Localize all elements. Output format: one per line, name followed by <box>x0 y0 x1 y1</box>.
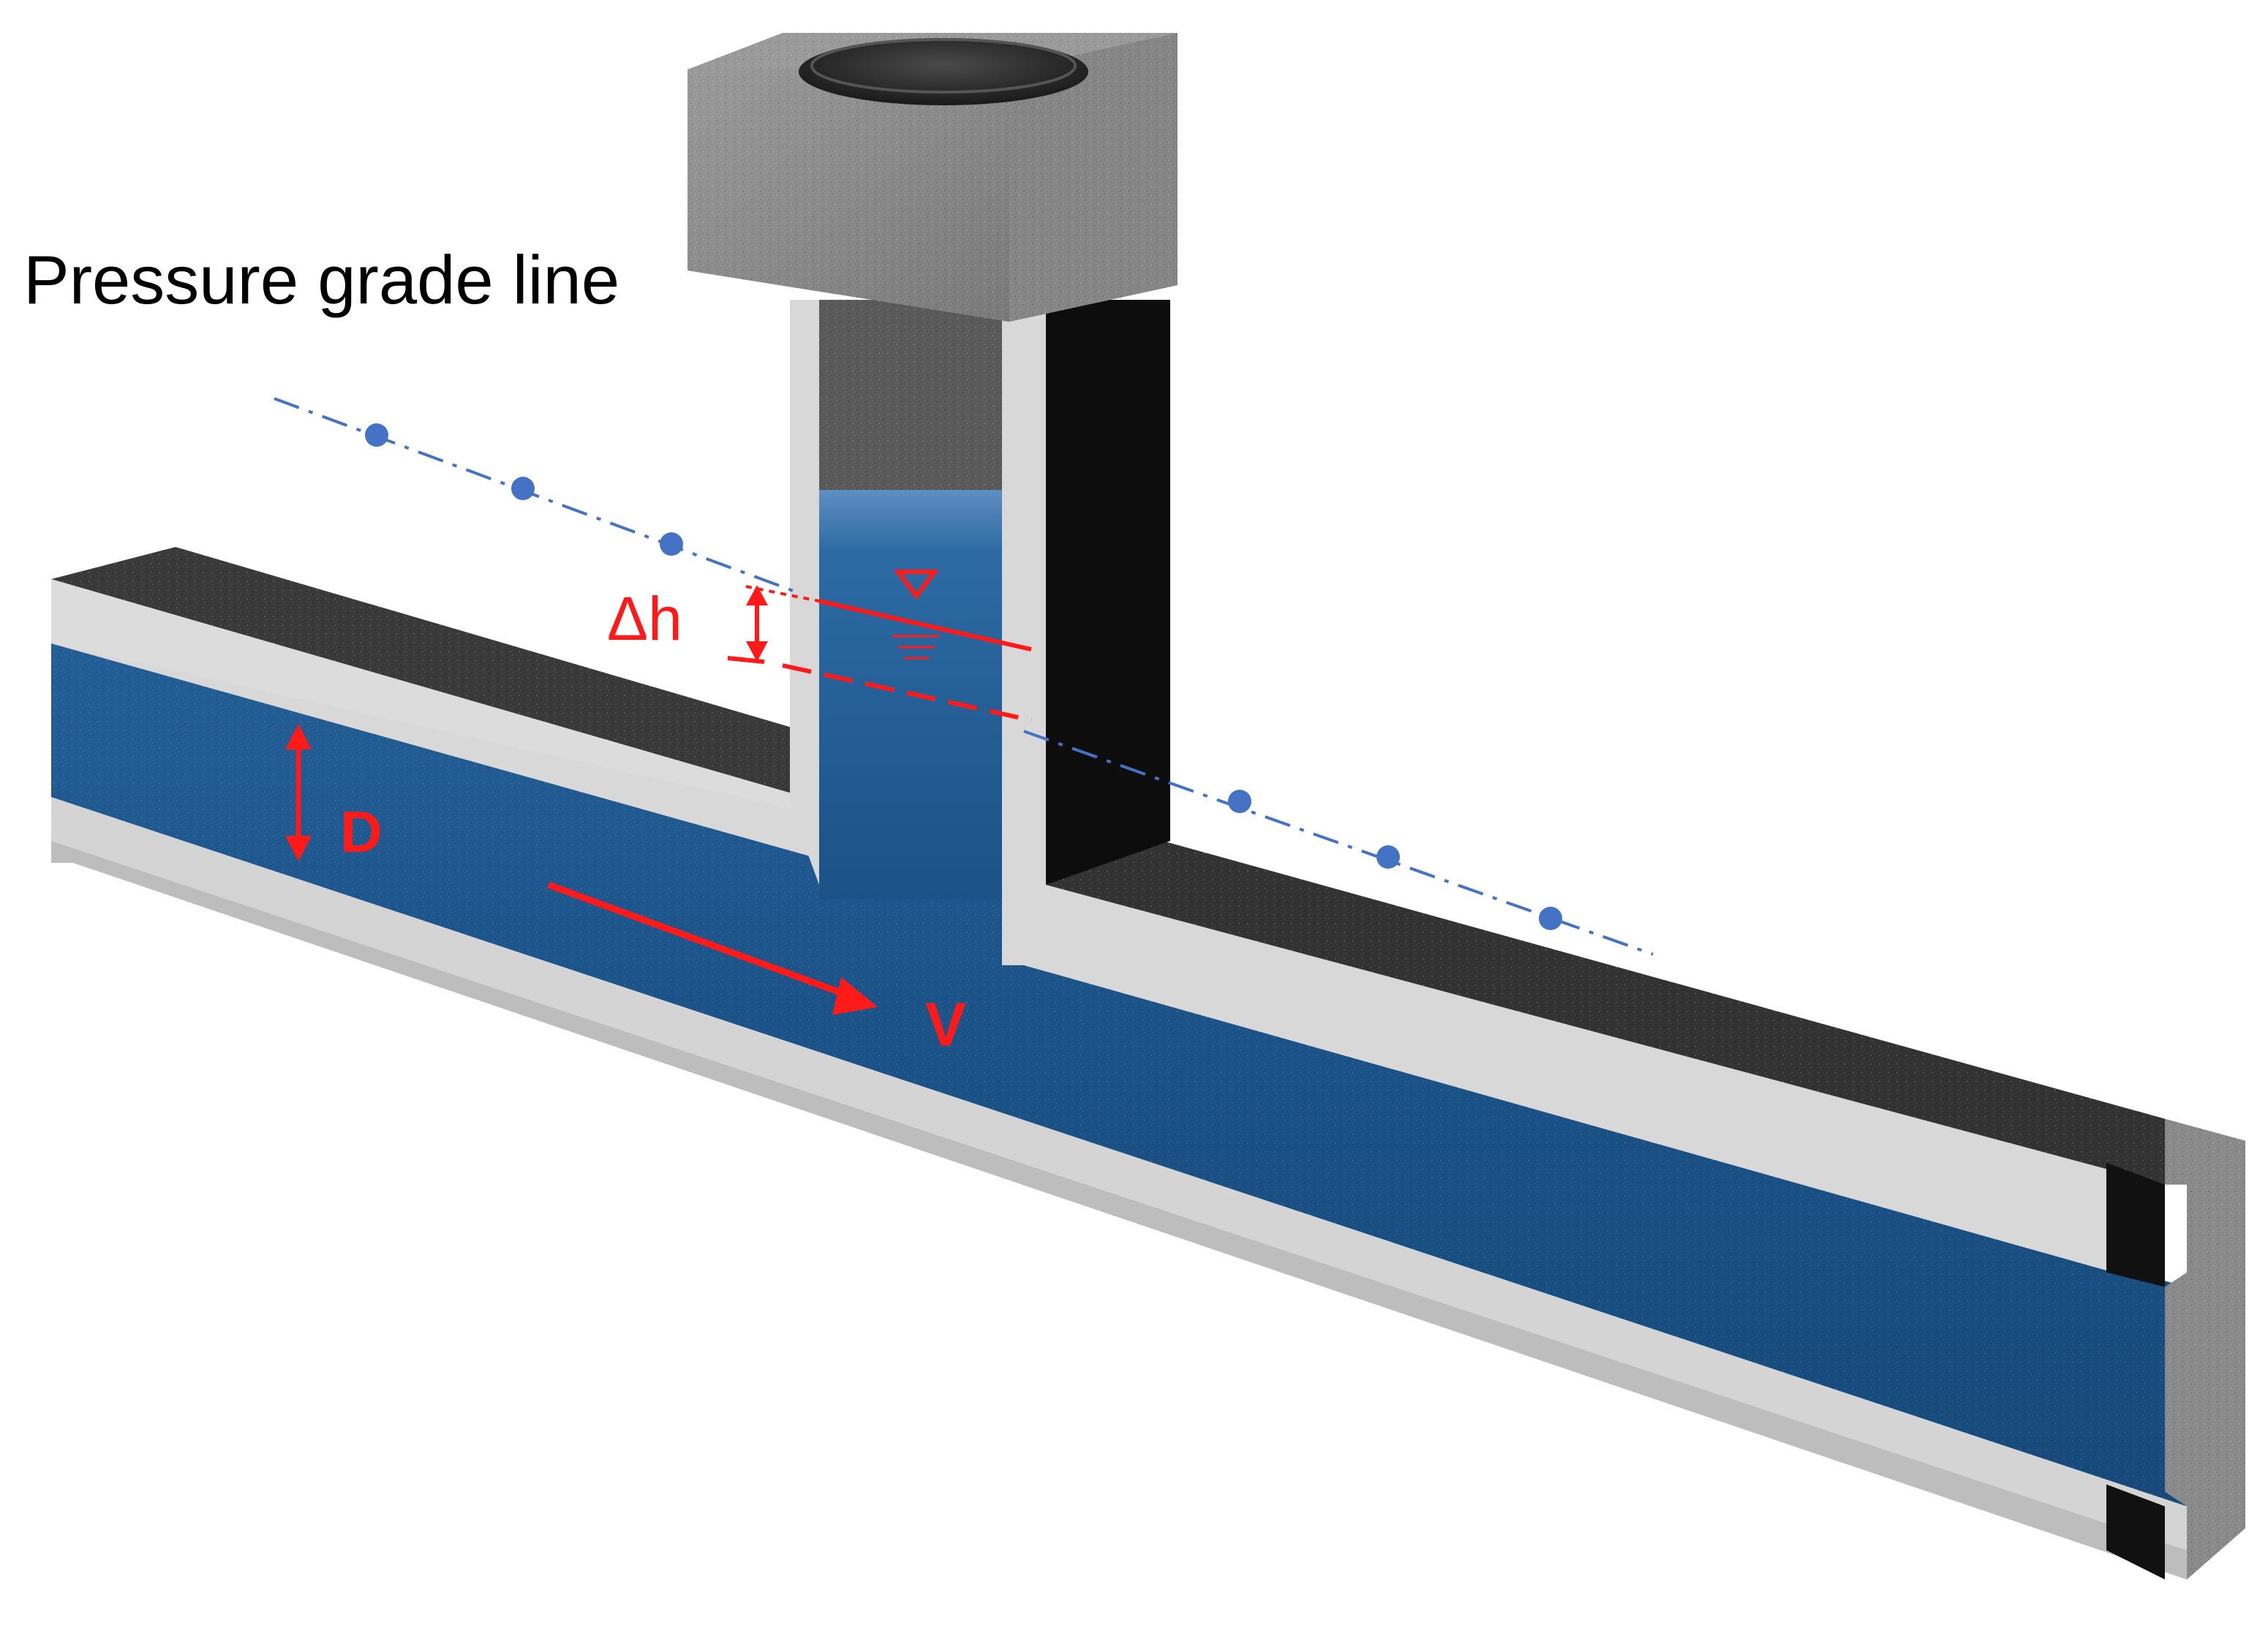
water-flow-texture <box>51 643 2187 1506</box>
diameter-label: D <box>340 799 383 864</box>
velocity-label: V <box>925 990 966 1059</box>
pipe-end-cap-front-edge <box>2106 1163 2165 1287</box>
shaft-left-wall <box>790 300 819 885</box>
diameter-dimension-arrow <box>285 724 312 861</box>
shaft-side-face <box>1046 300 1170 885</box>
water-surface-marker <box>818 570 1032 660</box>
inverted-triangle-icon <box>893 570 940 600</box>
grade-point <box>1228 790 1251 813</box>
grade-point <box>511 477 535 500</box>
grade-point <box>1376 845 1400 869</box>
shaft-right-wall <box>1002 300 1046 965</box>
manhole-cover-rim <box>810 38 1077 94</box>
left-pipe-upper-wall-band <box>51 579 805 812</box>
concrete-block-texture <box>687 33 1178 322</box>
grade-point <box>660 532 683 556</box>
pipe-end-cap-front-edge-lower <box>2106 1484 2165 1579</box>
right-pipe-top-interior-texture <box>1046 841 2165 1185</box>
shaft-back-wall-texture <box>819 300 1024 519</box>
delta-h-label: Δh <box>607 584 682 653</box>
velocity-flow-arrow <box>547 881 878 1015</box>
left-pipe-top-interior-texture <box>51 547 805 797</box>
grade-point <box>365 423 388 447</box>
pressure-grade-line <box>274 397 1654 956</box>
pressure-grade-line-label: Pressure grade line <box>23 241 619 318</box>
pipe-end-cap-texture <box>2165 1119 2245 1579</box>
delta-h-dimension-arrow <box>727 585 768 664</box>
pipe-bottom-wall-shade <box>51 841 2187 1579</box>
right-pipe-upper-wall <box>1002 841 2165 1287</box>
grade-point <box>1539 907 1562 930</box>
